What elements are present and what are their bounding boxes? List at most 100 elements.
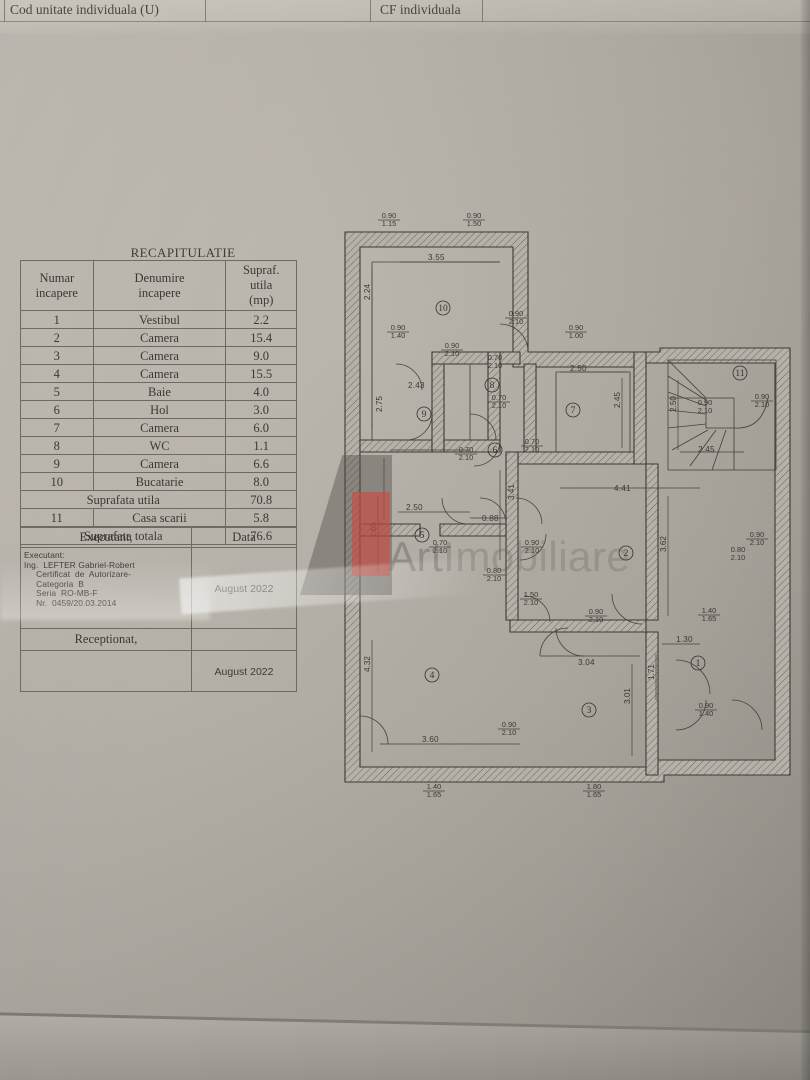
dim-1-65-r5: 1.65 [369,522,378,538]
dim-2-43: 2.43 [408,381,425,390]
opening-label: 0.702.10 [429,538,451,555]
dim-3-04-r3: 3.04 [578,658,595,667]
opening-label: 0.702.10 [488,353,502,370]
svg-text:10: 10 [438,304,448,314]
header-divider [370,0,371,22]
svg-text:0.90: 0.90 [445,341,459,350]
svg-text:5: 5 [420,531,425,541]
room-marker-11: 11 [732,365,748,381]
svg-text:9: 9 [422,410,427,420]
svg-text:2.10: 2.10 [502,728,516,737]
svg-text:1.65: 1.65 [427,790,441,799]
room-area: 15.5 [225,364,297,383]
document-header: Cod unitate individuala (U) CF individua… [0,0,810,22]
table-row: 2 Camera 15.4 [20,328,297,347]
svg-text:0.70: 0.70 [488,353,502,362]
room-area: 5.8 [225,508,297,527]
opening-label: 0.902.10 [698,398,712,415]
dim-4-41-r2: 4.41 [614,484,631,493]
header-divider [4,0,5,22]
room-marker-2: 2 [618,545,634,561]
svg-text:1.65: 1.65 [587,790,601,799]
svg-text:2.10: 2.10 [755,400,769,409]
svg-text:0.90: 0.90 [509,309,523,318]
svg-text:2.10: 2.10 [750,538,764,547]
opening-label: 1.502.10 [520,590,542,607]
executant-details: Executant: Ing. LEFTER Gabriel-Robert Ce… [19,547,193,629]
staircase-casa-scarii [667,359,777,471]
opening-label: 0.902.10 [585,607,607,624]
room-marker-8: 8 [484,377,500,393]
table-row-casa-scarii: 11 Casa scarii 5.8 [20,508,297,527]
svg-text:2.10: 2.10 [524,598,538,607]
svg-text:2.10: 2.10 [525,546,539,555]
receptionat-date: August 2022 [191,650,297,692]
svg-text:2.10: 2.10 [445,349,459,358]
svg-text:0.80: 0.80 [487,566,501,575]
plan-walls [344,231,791,783]
svg-text:0.90: 0.90 [755,392,769,401]
svg-text:1.40: 1.40 [699,709,713,718]
plan-room-numbers: 10 9 8 7 11 6 5 2 1 4 3 [414,300,748,718]
room-name: Camera [92,346,227,365]
opening-label: 0.902.10 [498,720,520,737]
svg-text:2.10: 2.10 [459,453,473,462]
receptionat-date-text: August 2022 [214,665,274,678]
plan-dimension-labels: 3.55 2.24 2.43 2.75 2.50 2.45 0.88 2.50 … [363,253,715,744]
svg-text:0.90: 0.90 [391,323,405,332]
opening-label: 1.401.65 [698,606,720,623]
svg-text:1.40: 1.40 [427,782,441,791]
room-area: 4.0 [225,382,297,401]
room-name: Camera [92,418,227,437]
table-row: 1 Vestibul 2.2 [20,310,297,329]
svg-text:0.80: 0.80 [731,545,745,554]
svg-text:2.10: 2.10 [589,615,603,624]
opening-label: 0.702.10 [521,437,543,454]
svg-text:0.90: 0.90 [467,211,481,220]
dim-2-50-r5: 2.50 [406,503,423,512]
opening-label: 0.802.10 [731,545,745,562]
dim-2-24: 2.24 [363,284,372,300]
opening-label: 0.901.40 [695,701,717,718]
svg-text:11: 11 [735,369,744,379]
svg-text:2: 2 [624,549,629,559]
opening-label: 1.801.65 [583,782,605,799]
paper-top-strip [0,0,810,34]
room-marker-7: 7 [565,402,581,418]
room-marker-3: 3 [581,702,597,718]
page-right-shadow [801,0,810,1080]
header-cf-individuala-label: CF individuala [380,2,461,17]
svg-text:2.10: 2.10 [433,546,447,555]
opening-label: 0.902.10 [505,309,527,326]
receptionat-body-row: August 2022 [19,650,297,692]
dim-3-41-r6: 3.41 [507,484,516,500]
svg-text:0.90: 0.90 [698,398,712,407]
executant-details-text: Executant: Ing. LEFTER Gabriel-Robert Ce… [24,550,135,608]
svg-text:1.65: 1.65 [702,614,716,623]
svg-text:8: 8 [490,381,495,391]
dim-1-71-r1: 1.71 [647,664,656,680]
room-area: 6.0 [225,418,297,437]
room-marker-4: 4 [424,667,440,683]
header-divider [482,0,483,22]
svg-text:0.90: 0.90 [750,530,764,539]
svg-text:2.10: 2.10 [487,574,501,583]
dim-2-45-r7: 2.45 [613,392,622,408]
svg-text:7: 7 [571,406,576,416]
opening-label: 0.802.10 [483,566,505,583]
table-row: 7 Camera 6.0 [20,418,297,437]
svg-text:1.80: 1.80 [587,782,601,791]
opening-label: 0.901.00 [565,323,587,340]
dim-0-88-r8: 0.88 [482,514,499,523]
svg-text:3: 3 [587,706,592,716]
dim-3-01-r3: 3.01 [623,688,632,704]
dim-3-60-r4: 3.60 [422,735,439,744]
dim-2-50-r7: 2.50 [570,364,587,373]
svg-text:1: 1 [696,659,701,669]
header-cod-unitate-label: Cod unitate individuala (U) [10,2,159,17]
svg-text:0.70: 0.70 [525,437,539,446]
svg-text:0.90: 0.90 [502,720,516,729]
